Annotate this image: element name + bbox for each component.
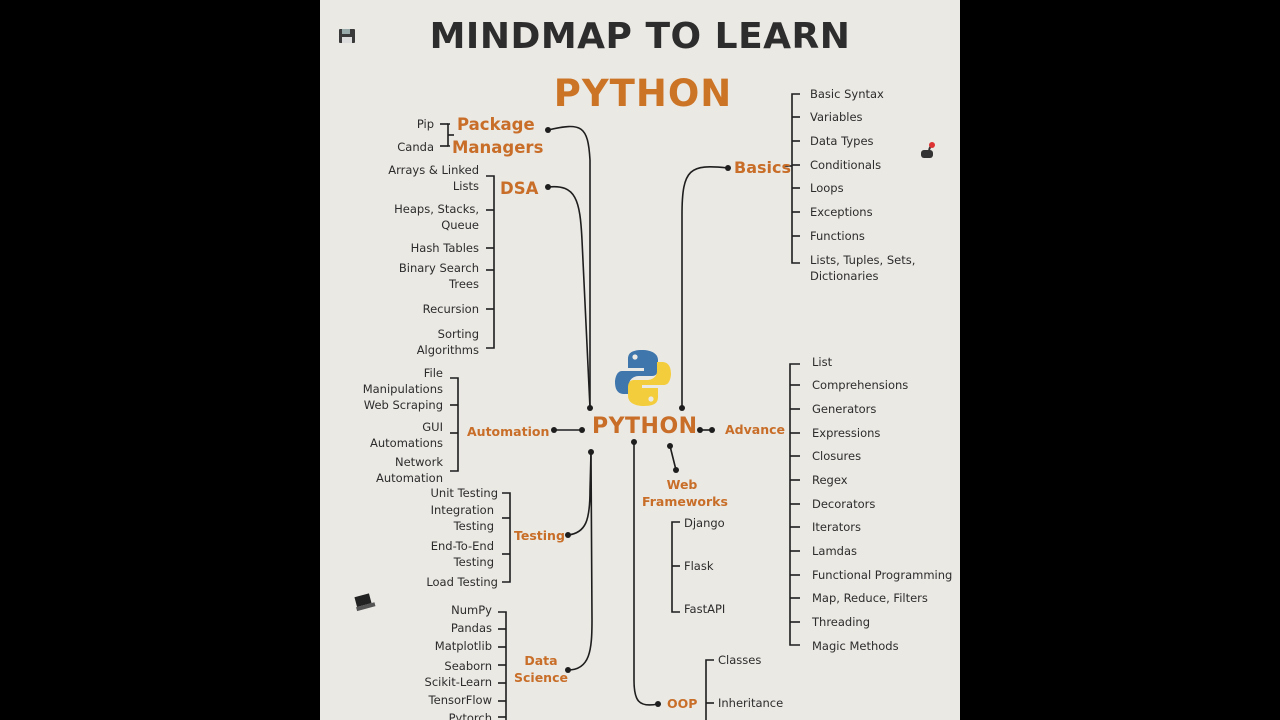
data-science-title-line1: Data bbox=[524, 653, 558, 668]
testing-item: Integration bbox=[430, 503, 494, 517]
data-science-item: NumPy bbox=[451, 603, 492, 617]
data-science-item: Scikit-Learn bbox=[424, 675, 492, 689]
dsa-item: Trees bbox=[449, 277, 479, 291]
web-frameworks-item: Flask bbox=[684, 559, 714, 573]
web-frameworks-item: FastAPI bbox=[684, 602, 726, 616]
center-node-label: PYTHON bbox=[592, 414, 698, 439]
automation-item: Web Scraping bbox=[363, 398, 443, 412]
data-science-item: Pytorch bbox=[448, 711, 492, 720]
advance-item: Decorators bbox=[812, 497, 876, 511]
advance-item: Lamdas bbox=[812, 544, 857, 558]
floppy-sticker-icon bbox=[339, 29, 355, 43]
basics-item: Dictionaries bbox=[810, 269, 879, 283]
testing-item: End-To-End bbox=[430, 539, 494, 553]
data-science-item: Seaborn bbox=[444, 659, 492, 673]
automation-item: Manipulations bbox=[362, 382, 443, 396]
testing-item: Testing bbox=[453, 555, 494, 569]
data-science-title-line2: Science bbox=[514, 670, 568, 685]
data-science-item: TensorFlow bbox=[428, 693, 492, 707]
testing-title: Testing bbox=[514, 528, 565, 543]
dsa-title: DSA bbox=[500, 179, 539, 198]
dsa-item: Queue bbox=[441, 218, 479, 232]
basics-item: Functions bbox=[810, 229, 865, 243]
advance-item: Threading bbox=[812, 615, 870, 629]
package-managers-title: Package Managers bbox=[452, 113, 543, 159]
package-managers-title-line2: Managers bbox=[452, 138, 544, 157]
advance-item: Magic Methods bbox=[812, 639, 899, 653]
basics-item: Variables bbox=[810, 110, 863, 124]
advance-item: Iterators bbox=[812, 520, 862, 534]
poster-subtitle: PYTHON bbox=[553, 72, 733, 115]
advance-item: Comprehensions bbox=[812, 378, 909, 392]
basics-title: Basics bbox=[734, 158, 792, 177]
python-logo-icon bbox=[615, 350, 671, 406]
laptop-sticker-icon bbox=[354, 593, 376, 612]
data-science-title: Data Science bbox=[514, 652, 568, 686]
package-managers-item: Pip bbox=[416, 117, 434, 131]
dsa-item: Heaps, Stacks, bbox=[394, 202, 479, 216]
connector-lines bbox=[440, 93, 800, 720]
testing-item: Unit Testing bbox=[430, 486, 499, 500]
dsa-item: Recursion bbox=[422, 302, 479, 316]
package-managers-item: Canda bbox=[397, 140, 434, 154]
web-frameworks-title: Web Frameworks bbox=[642, 476, 728, 510]
advance-item: Functional Programming bbox=[812, 568, 953, 582]
dsa-item: Lists bbox=[452, 179, 479, 193]
poster-title: MINDMAP TO LEARN bbox=[429, 16, 851, 57]
advance-item: Closures bbox=[812, 449, 862, 463]
advance-item: Generators bbox=[812, 402, 877, 416]
advance-item: List bbox=[812, 355, 833, 369]
web-frameworks-title-line1: Web bbox=[666, 477, 698, 492]
automation-item: File bbox=[423, 366, 443, 380]
advance-item: Map, Reduce, Filters bbox=[812, 591, 928, 605]
oop-item: Inheritance bbox=[718, 696, 784, 710]
dsa-item: Sorting bbox=[437, 327, 479, 341]
basics-item: Data Types bbox=[810, 134, 874, 148]
automation-item: Network bbox=[394, 455, 443, 469]
advance-item: Expressions bbox=[812, 426, 881, 440]
automation-item: Automation bbox=[376, 471, 443, 485]
dsa-item: Arrays & Linked bbox=[388, 163, 479, 177]
oop-title: OOP bbox=[667, 696, 698, 711]
automation-item: GUI bbox=[422, 420, 443, 434]
data-science-item: Pandas bbox=[450, 621, 492, 635]
basics-item: Exceptions bbox=[810, 205, 873, 219]
data-science-item: Matplotlib bbox=[434, 639, 492, 653]
joystick-sticker-icon bbox=[921, 142, 935, 158]
basics-item: Conditionals bbox=[810, 158, 882, 172]
testing-item: Load Testing bbox=[426, 575, 498, 589]
advance-title: Advance bbox=[725, 422, 785, 437]
dsa-item: Hash Tables bbox=[410, 241, 479, 255]
automation-title: Automation bbox=[467, 424, 550, 439]
web-frameworks-item: Django bbox=[684, 516, 725, 530]
dsa-item: Binary Search bbox=[398, 261, 479, 275]
automation-item: Automations bbox=[370, 436, 443, 450]
basics-item: Lists, Tuples, Sets, bbox=[810, 253, 916, 267]
oop-item: Classes bbox=[718, 653, 762, 667]
advance-item: Regex bbox=[812, 473, 848, 487]
web-frameworks-title-line2: Frameworks bbox=[642, 494, 728, 509]
testing-item: Testing bbox=[453, 519, 494, 533]
basics-item: Basic Syntax bbox=[810, 87, 884, 101]
package-managers-title-line1: Package bbox=[457, 115, 535, 134]
mindmap-poster: MINDMAP TO LEARN PYTHON PYTHON Package M… bbox=[320, 0, 960, 720]
dsa-item: Algorithms bbox=[416, 343, 479, 357]
basics-item: Loops bbox=[810, 181, 844, 195]
